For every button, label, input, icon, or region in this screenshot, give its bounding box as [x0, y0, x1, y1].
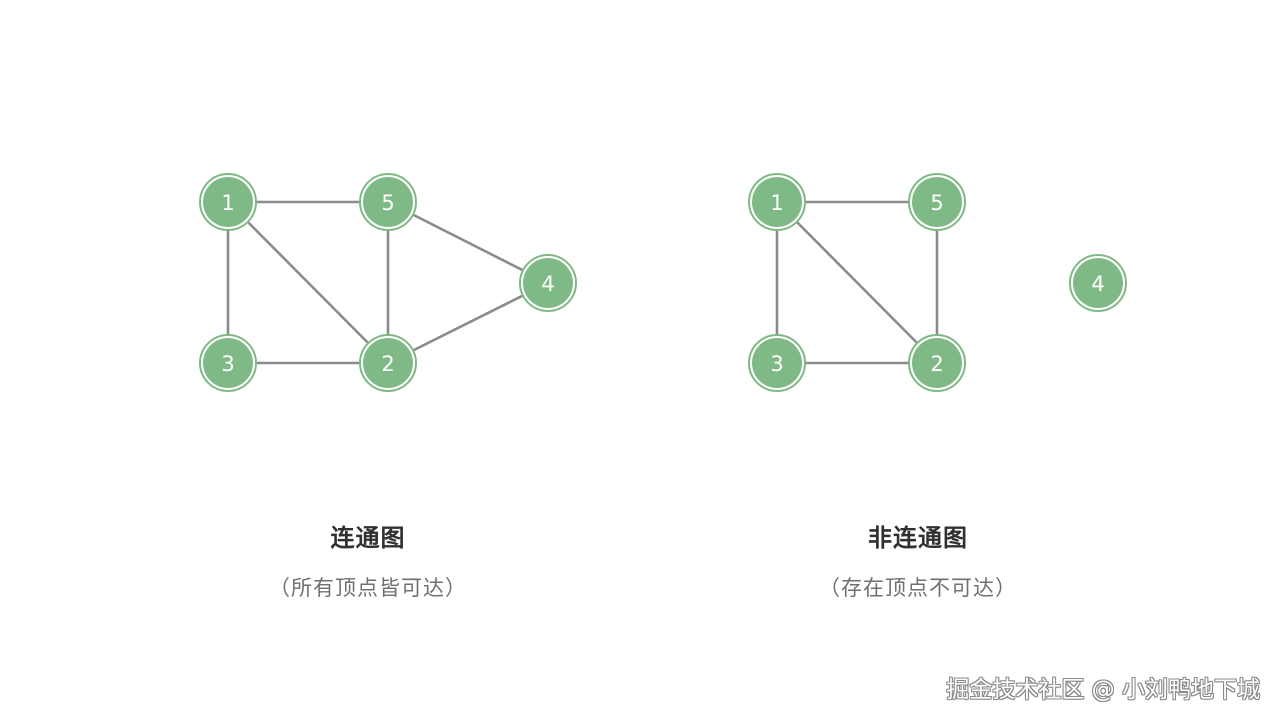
node-1: 1 [748, 173, 806, 231]
node-label: 2 [930, 352, 943, 376]
edge-1-2 [226, 200, 390, 365]
node-label: 5 [381, 191, 394, 215]
node-circle [1073, 258, 1123, 308]
watermark: 掘金技术社区 @ 小刘鸭地下城 [946, 677, 1260, 703]
node-label: 3 [770, 352, 783, 376]
node-label: 3 [221, 352, 234, 376]
node-5: 5 [908, 173, 966, 231]
disconnected-graph: 1 5 4 3 2 [748, 173, 1127, 392]
connected-graph-title: 连通图 [330, 524, 406, 552]
node-4: 4 [1069, 254, 1127, 312]
node-3: 3 [748, 334, 806, 392]
edge-5-4 [386, 200, 550, 285]
node-1: 1 [199, 173, 257, 231]
node-label: 1 [221, 191, 234, 215]
node-circle [203, 338, 253, 388]
connected-graph: 1 5 4 3 2 [199, 173, 577, 392]
node-label: 5 [930, 191, 943, 215]
disconnected-graph-subtitle: （存在顶点不可达） [819, 576, 1017, 600]
node-label: 1 [770, 191, 783, 215]
node-label: 4 [541, 272, 554, 296]
connected-graph-subtitle: （所有顶点皆可达） [269, 576, 467, 600]
node-circle [752, 177, 802, 227]
node-3: 3 [199, 334, 257, 392]
node-2: 2 [359, 334, 417, 392]
node-circle [752, 338, 802, 388]
node-label: 4 [1091, 272, 1104, 296]
node-label: 2 [381, 352, 394, 376]
node-circle [523, 258, 573, 308]
node-circle [912, 177, 962, 227]
node-circle [203, 177, 253, 227]
node-2: 2 [908, 334, 966, 392]
edge-1-2 [775, 200, 939, 365]
node-circle [363, 338, 413, 388]
node-circle [912, 338, 962, 388]
node-4: 4 [519, 254, 577, 312]
edge-2-4 [386, 281, 550, 365]
disconnected-graph-title: 非连通图 [868, 524, 968, 552]
node-5: 5 [359, 173, 417, 231]
node-circle [363, 177, 413, 227]
